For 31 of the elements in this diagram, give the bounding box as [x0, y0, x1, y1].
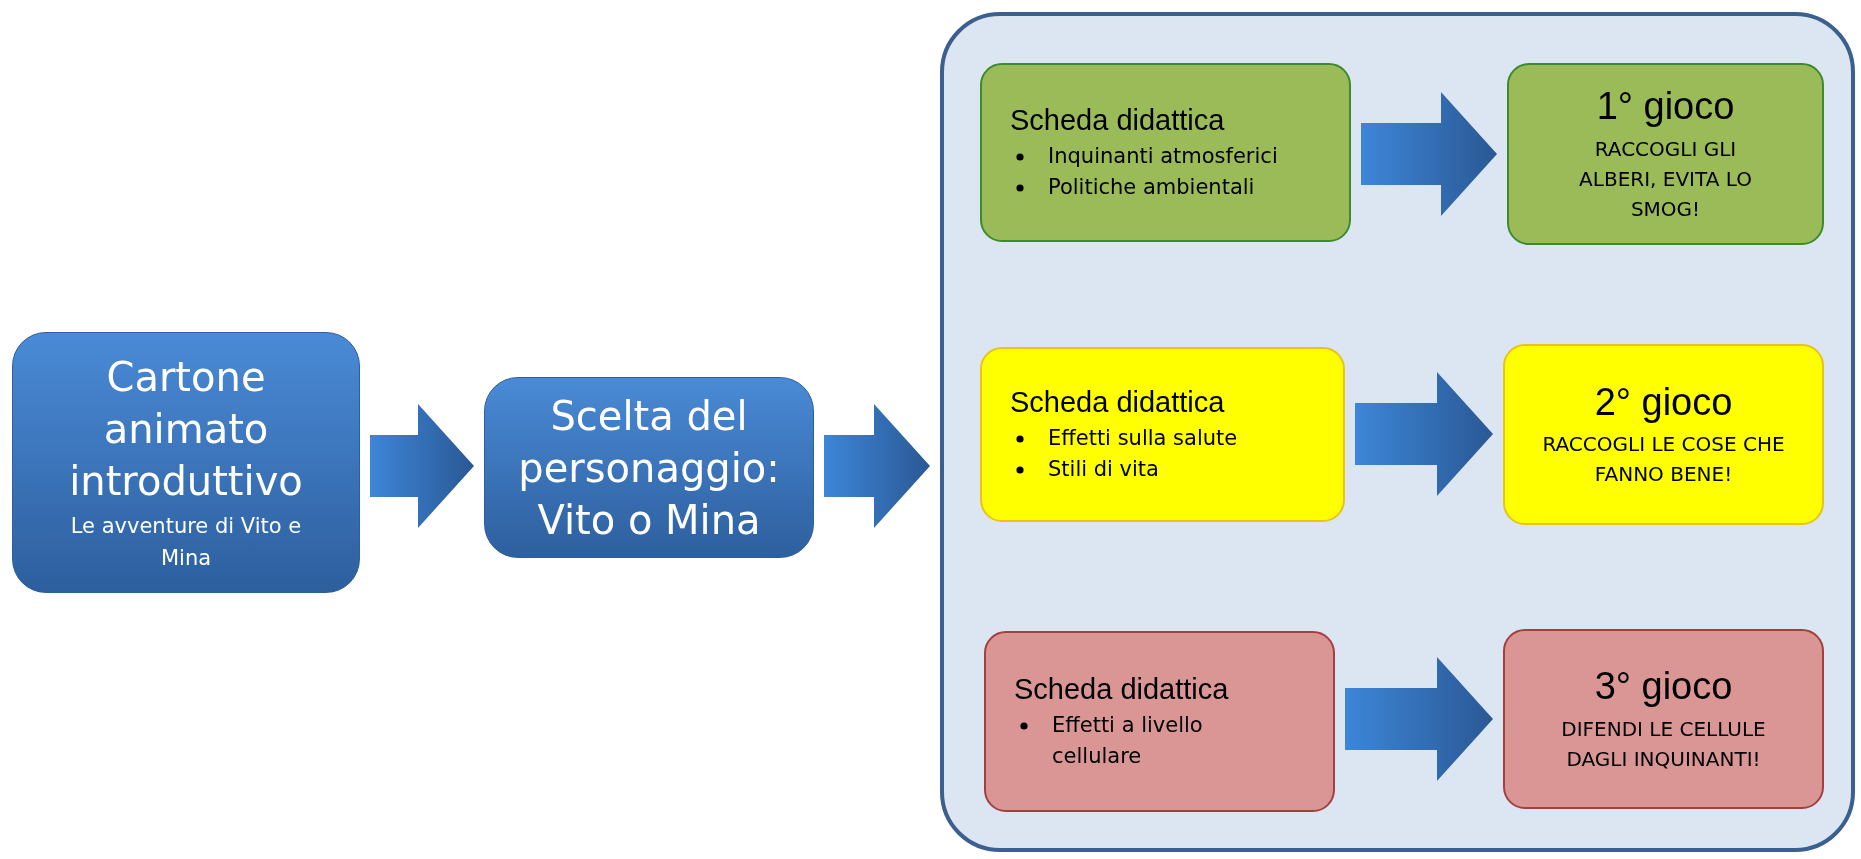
activity-box [980, 347, 1345, 522]
activity-box [1507, 63, 1824, 245]
subtitle: RACCOGLI GLI ALBERI, EVITA LO SMOG! [1578, 135, 1753, 223]
block-arrow [1355, 372, 1493, 496]
node-title: Scheda didattica [1010, 102, 1225, 138]
activity-box [984, 631, 1335, 812]
bullet-item: Stili di vita [1048, 455, 1159, 483]
node-title: Scelta del personaggio: Vito o Mina [517, 391, 781, 545]
bullet-item: Effetti a livello cellulare [1052, 712, 1204, 770]
process-box [12, 332, 360, 593]
block-arrow [370, 404, 474, 528]
block-arrow [824, 404, 930, 528]
activity-box [1503, 344, 1824, 525]
bullet-item: Inquinanti atmosferici [1048, 143, 1278, 171]
rounded-panel [940, 12, 1855, 852]
bullet-item: Effetti sulla salute [1048, 425, 1238, 453]
block-arrow [1361, 92, 1497, 216]
subtitle: Le avventure di Vito e Mina [69, 513, 303, 572]
activity-box [980, 63, 1351, 242]
block-arrow [1345, 657, 1493, 781]
subtitle: RACCOGLI LE COSE CHE FANNO BENE! [1541, 431, 1786, 489]
bullet-item: Politiche ambientali [1048, 173, 1255, 201]
node-title: 3° gioco [1594, 664, 1733, 710]
node-title: 1° gioco [1596, 84, 1735, 130]
subtitle: DIFENDI LE CELLULE DAGLI INQUINANTI! [1560, 715, 1767, 773]
activity-box [1503, 629, 1824, 809]
node-title: Cartone animato introduttivo [68, 353, 304, 506]
node-title: Scheda didattica [1014, 671, 1229, 707]
process-box [484, 377, 814, 558]
node-title: 2° gioco [1594, 379, 1733, 425]
node-title: Scheda didattica [1010, 384, 1225, 420]
